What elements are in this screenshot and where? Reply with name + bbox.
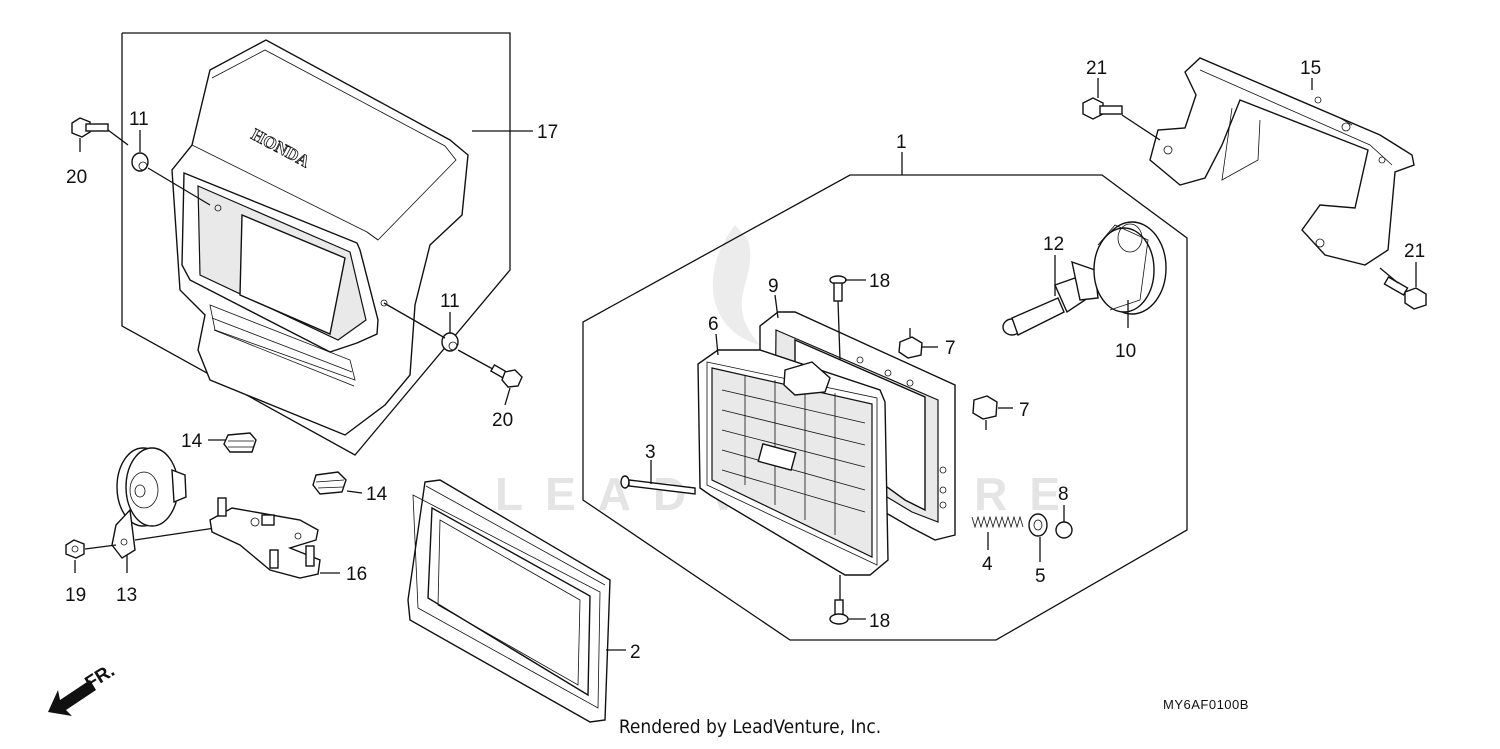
callout-6: 6: [708, 314, 719, 335]
headlight-bulb: [1002, 260, 1099, 336]
headlight-case: HONDA: [171, 39, 469, 436]
rubber-14-lower: [312, 471, 347, 495]
callout-21-upper: 21: [1086, 58, 1107, 79]
front-arrow-icon: FR.: [48, 660, 119, 716]
screw-18-upper: [829, 275, 847, 302]
cap-8: [1055, 521, 1073, 539]
callout-9: 9: [768, 276, 779, 297]
footer-credit: Rendered by LeadVenture, Inc.: [618, 716, 882, 738]
callout-18-lower: 18: [869, 611, 890, 632]
callout-2: 2: [630, 642, 641, 663]
socket-cover: [1093, 221, 1167, 315]
grommet-11-upper: [131, 152, 149, 172]
callout-5: 5: [1035, 566, 1046, 587]
callout-20-upper: 20: [66, 167, 87, 188]
bolt-21-upper: [1082, 97, 1123, 120]
group-1-box: [582, 174, 1188, 641]
headlight-unit: [697, 349, 889, 576]
watermark-flame-icon: [712, 225, 760, 345]
nut-7-lower: [972, 395, 998, 420]
callout-11-lower: 11: [440, 291, 460, 312]
callout-14-lower: 14: [366, 484, 388, 505]
callout-14-upper: 14: [181, 431, 203, 452]
bolt-20-lower: [489, 363, 523, 388]
grommet-11-lower: [441, 332, 459, 352]
callout-12: 12: [1043, 234, 1064, 255]
headlight-gasket: [407, 479, 611, 723]
callout-13: 13: [116, 585, 137, 606]
callout-8: 8: [1058, 484, 1069, 505]
callout-18-upper: 18: [869, 271, 890, 292]
callout-17: 17: [537, 122, 558, 143]
screw-3: [620, 475, 696, 495]
horn-bracket: [209, 497, 321, 579]
callout-16: 16: [346, 564, 367, 585]
callout-15: 15: [1300, 58, 1321, 79]
callout-3: 3: [645, 442, 656, 463]
callout-7-lower: 7: [1019, 400, 1030, 421]
bolt-21-lower: [1383, 276, 1427, 310]
callout-21-lower: 21: [1404, 241, 1425, 262]
nut-7-upper: [898, 336, 923, 359]
horn: [111, 447, 187, 559]
nut-5: [1028, 513, 1048, 537]
callout-19: 19: [65, 585, 86, 606]
callout-20-lower: 20: [492, 410, 513, 431]
rubber-14-upper: [223, 432, 257, 453]
callout-4: 4: [982, 554, 993, 575]
callout-1: 1: [896, 132, 907, 153]
nut-19: [65, 539, 85, 559]
callout-7-upper: 7: [945, 338, 956, 359]
callout-10: 10: [1115, 341, 1136, 362]
headlight-stay: [1149, 57, 1415, 266]
bolt-20-upper: [71, 117, 109, 138]
screw-18-lower: [829, 599, 849, 625]
callout-11-upper: 11: [129, 109, 149, 130]
spring-4: [971, 515, 1024, 529]
group-17-box: [122, 32, 511, 132]
drawing-code: MY6AF0100B: [1163, 697, 1249, 712]
